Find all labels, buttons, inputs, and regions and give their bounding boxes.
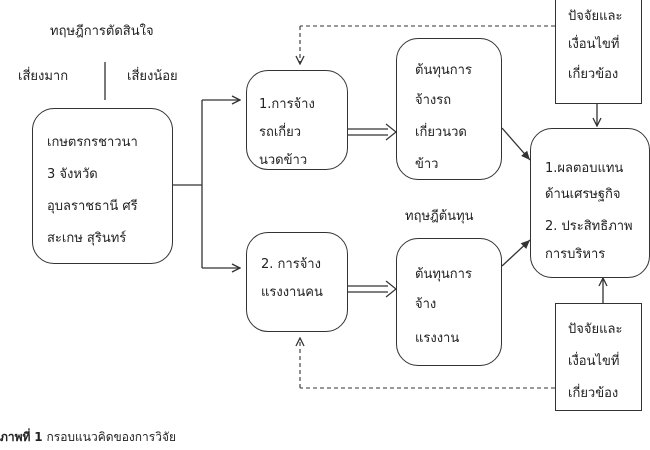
cost-labor-box: ต้นทุนการ จ้าง แรงงาน xyxy=(396,238,502,366)
theory-cost-label: ทฤษฎีต้นทุน xyxy=(405,209,474,224)
risk-low-label: เสี่ยงน้อย xyxy=(127,69,178,84)
theory-decision-label: ทฤษฎีการตัดสินใจ xyxy=(50,24,154,39)
double-arrow-bottom xyxy=(348,280,397,298)
cost-harvester-box: ต้นทุนการ จ้างรถ เกี่ยวนวด ข้าว xyxy=(396,38,502,180)
caption-text: กรอบแนวคิดของการวิจัย xyxy=(46,430,177,444)
arrow-cost-labor-outcome xyxy=(501,239,531,267)
farmers-box: เกษตรกรชาวนา 3 จังหวัด อุบลราชธานี ศรี ส… xyxy=(32,108,173,264)
split-arrows xyxy=(173,100,240,268)
outcome-box: 1.ผลตอบแทน ด้านเศรษฐกิจ 2. ประสิทธิภาพ ก… xyxy=(530,128,650,278)
factors-bottom-box: ปัจจัยและ เงื่อนไขที่ เกี่ยวข้อง xyxy=(555,303,642,411)
dashed-feedback-bottom xyxy=(300,338,555,389)
caption-number: 1 xyxy=(34,430,43,444)
risk-high-label: เสี่ยงมาก xyxy=(18,69,69,84)
figure-caption: ภาพที่ 1 กรอบแนวคิดของการวิจัย xyxy=(0,428,176,447)
hire-harvester-box: 1.การจ้าง รถเกี่ยว นวดข้าว xyxy=(246,70,348,170)
factors-top-box: ปัจจัยและ เงื่อนไขที่ เกี่ยวข้อง xyxy=(555,0,642,104)
arrow-cost-harvester-outcome xyxy=(501,127,531,161)
hire-labor-box: 2. การจ้าง แรงงานคน xyxy=(246,232,348,332)
caption-label: ภาพที่ xyxy=(0,430,31,444)
dashed-feedback-top xyxy=(300,25,555,64)
double-arrow-top xyxy=(348,123,397,141)
